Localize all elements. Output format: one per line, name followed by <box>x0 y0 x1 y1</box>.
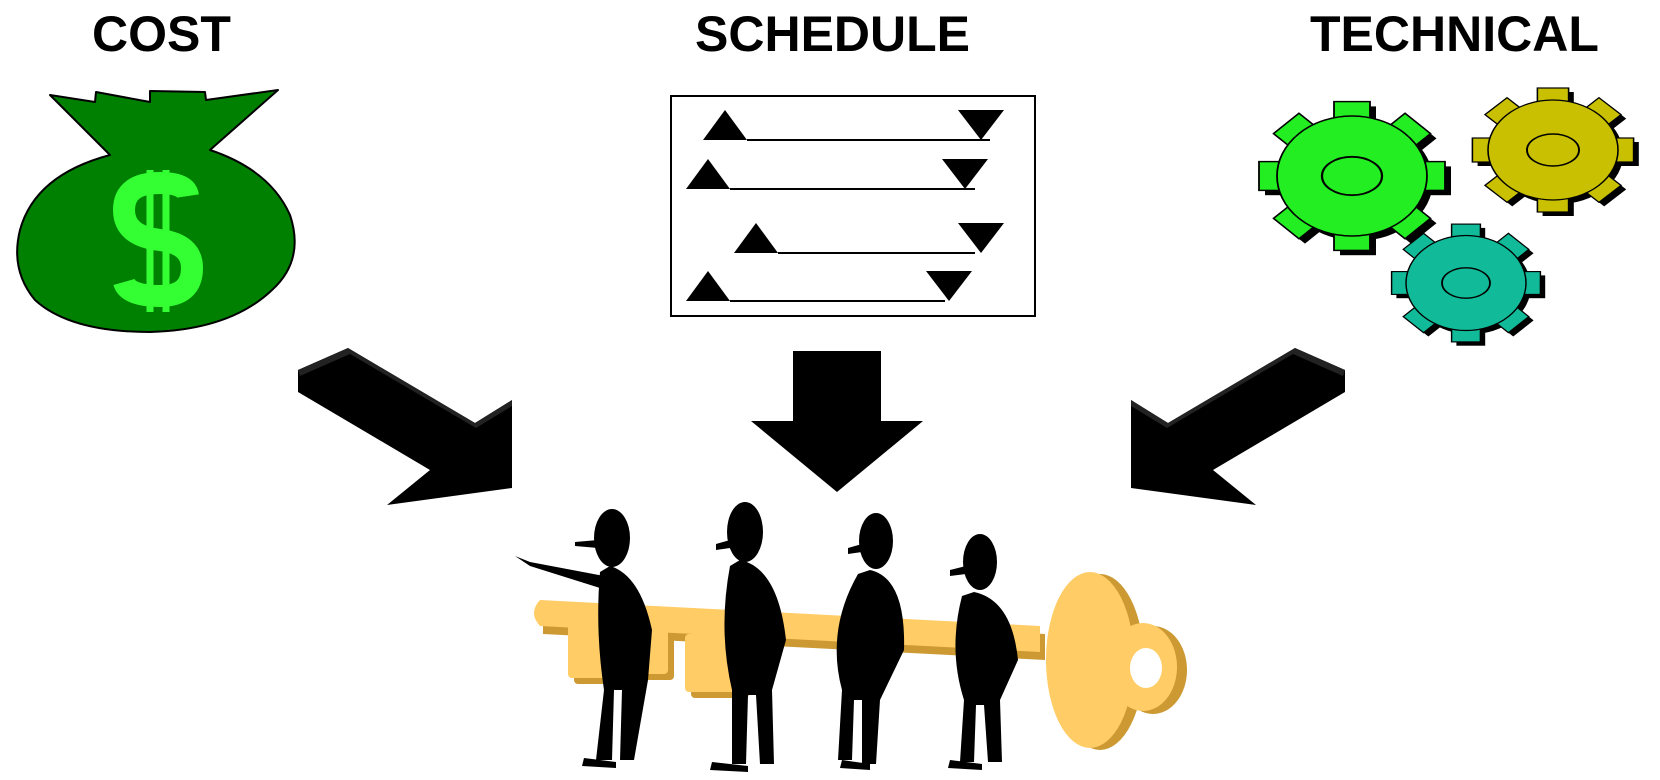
money-bag-icon <box>16 89 296 333</box>
gantt-schedule-icon <box>670 95 1036 317</box>
schedule-row <box>734 223 1004 254</box>
gear-green-icon <box>1258 100 1451 256</box>
person-figure <box>515 509 652 768</box>
dollar-sign-icon <box>113 170 203 312</box>
person-figure <box>948 534 1018 770</box>
person-figure <box>710 502 786 772</box>
schedule-row <box>703 110 1004 141</box>
team-carrying-key-icon <box>515 502 1187 772</box>
cost-heading: COST <box>92 6 231 62</box>
schedule-row <box>686 159 988 190</box>
schedule-row <box>686 271 972 302</box>
gear-olive-icon <box>1471 87 1639 216</box>
gears-icon <box>1258 87 1639 346</box>
person-figure <box>836 513 905 770</box>
arrow-center-icon <box>751 351 923 492</box>
arrow-left-icon <box>298 348 512 505</box>
gear-teal-icon <box>1390 223 1546 346</box>
technical-heading: TECHNICAL <box>1310 6 1599 62</box>
arrow-right-icon <box>1131 348 1345 505</box>
schedule-heading: SCHEDULE <box>695 6 971 62</box>
